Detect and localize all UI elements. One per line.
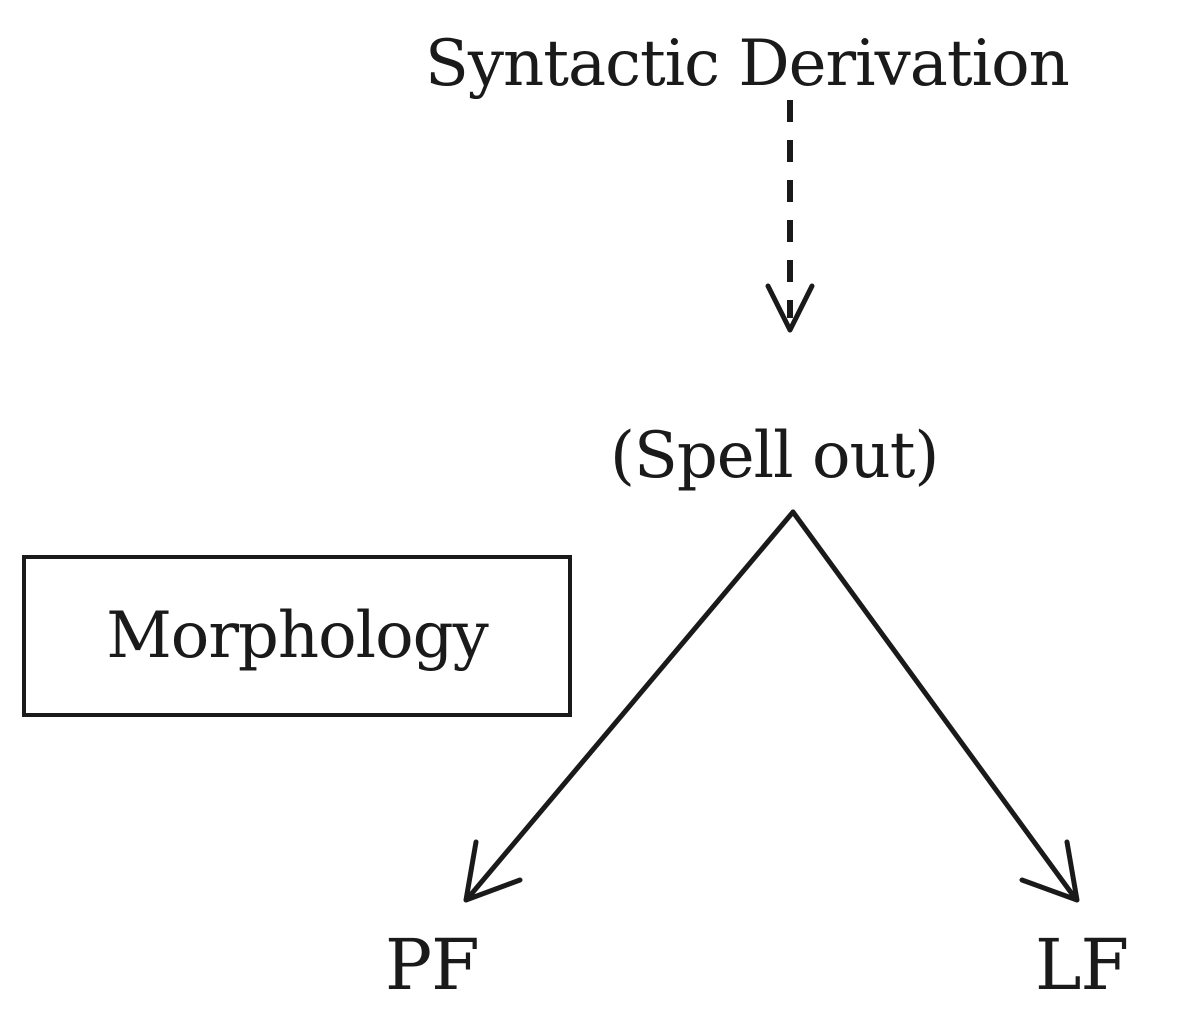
syntactic-derivation-label: Syntactic Derivation [425, 27, 1070, 101]
spell-out-label: (Spell out) [610, 419, 939, 493]
pf-arrow-head [463, 839, 523, 903]
pf-label: PF [385, 924, 480, 1006]
lf-arrow-shaft [790, 509, 1078, 901]
morphology-label: Morphology [106, 599, 488, 673]
lf-arrow-head [1019, 839, 1080, 903]
pf-arrow-shaft [465, 509, 796, 901]
dashed-arrow-head [765, 283, 815, 333]
lf-label: LF [1035, 924, 1129, 1006]
morphology-box: Morphology [22, 555, 572, 717]
